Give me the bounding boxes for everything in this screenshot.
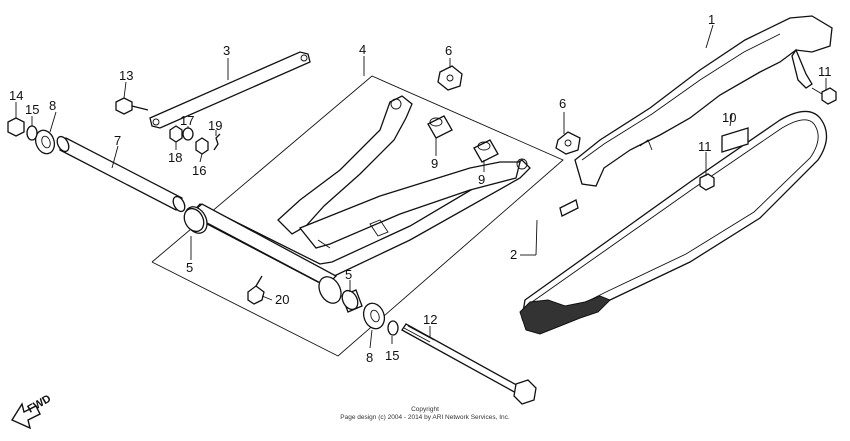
pivot-tube[interactable] [55,135,187,214]
pivot-nut [7,117,25,137]
dust-seal-right [362,302,386,330]
nut-18 [169,125,183,143]
callout-19: 19 [208,118,222,133]
chain-label [721,127,749,153]
callout-9b: 9 [478,172,485,187]
washer-17 [182,127,194,141]
callout-1: 1 [708,12,715,27]
collar-left [555,131,581,155]
pivot-bushing-right [341,289,363,313]
washer-left [26,125,38,141]
pivot-bushing-left [183,207,205,233]
swing-arm[interactable] [188,95,531,283]
callout-18: 18 [168,150,182,165]
cotter-pin-19 [213,133,221,151]
torque-link-bolt [115,97,149,115]
callout-5b: 5 [345,267,352,282]
callout-11b: 11 [698,139,712,154]
callout-10: 10 [722,110,736,125]
copyright-line1: Copyright [411,406,439,413]
callout-13: 13 [119,68,133,83]
callout-8b: 8 [366,350,373,365]
washer-right [387,320,399,336]
grease-fitting [247,275,265,305]
bushing-lower [473,139,499,163]
copyright-line2: Page design (c) 2004 - 2014 by ARI Netwo… [340,414,510,421]
callout-17: 17 [180,113,194,128]
forward-arrow-icon [10,402,41,430]
callout-6a: 6 [445,43,452,58]
chain-guide-plate [559,199,579,217]
callout-12: 12 [423,312,437,327]
swingarm-group-outline [151,75,564,357]
callout-14: 14 [9,88,23,103]
callout-7: 7 [114,133,121,148]
callout-8a: 8 [49,98,56,113]
callout-15a: 15 [25,102,39,117]
callout-5a: 5 [186,260,193,275]
nut-16 [195,137,209,155]
callout-9a: 9 [431,156,438,171]
pivot-bolt[interactable] [401,323,537,405]
callout-16: 16 [192,163,206,178]
drive-chain[interactable] [519,110,828,335]
chain-case-bolt-lower [699,173,715,191]
callout-20: 20 [275,292,289,307]
callout-3: 3 [223,43,230,58]
bushing-upper [427,115,453,139]
callout-4: 4 [359,42,366,57]
collar-top [437,65,463,91]
torque-link[interactable] [149,51,311,129]
callout-15b: 15 [385,348,399,363]
leader-lines [15,24,827,349]
callout-2: 2 [510,247,517,262]
callout-6b: 6 [559,96,566,111]
dust-seal-left [34,129,56,155]
chain-case-bolt-upper [811,87,837,105]
chain-case[interactable] [574,15,833,187]
callout-11a: 11 [818,64,832,79]
